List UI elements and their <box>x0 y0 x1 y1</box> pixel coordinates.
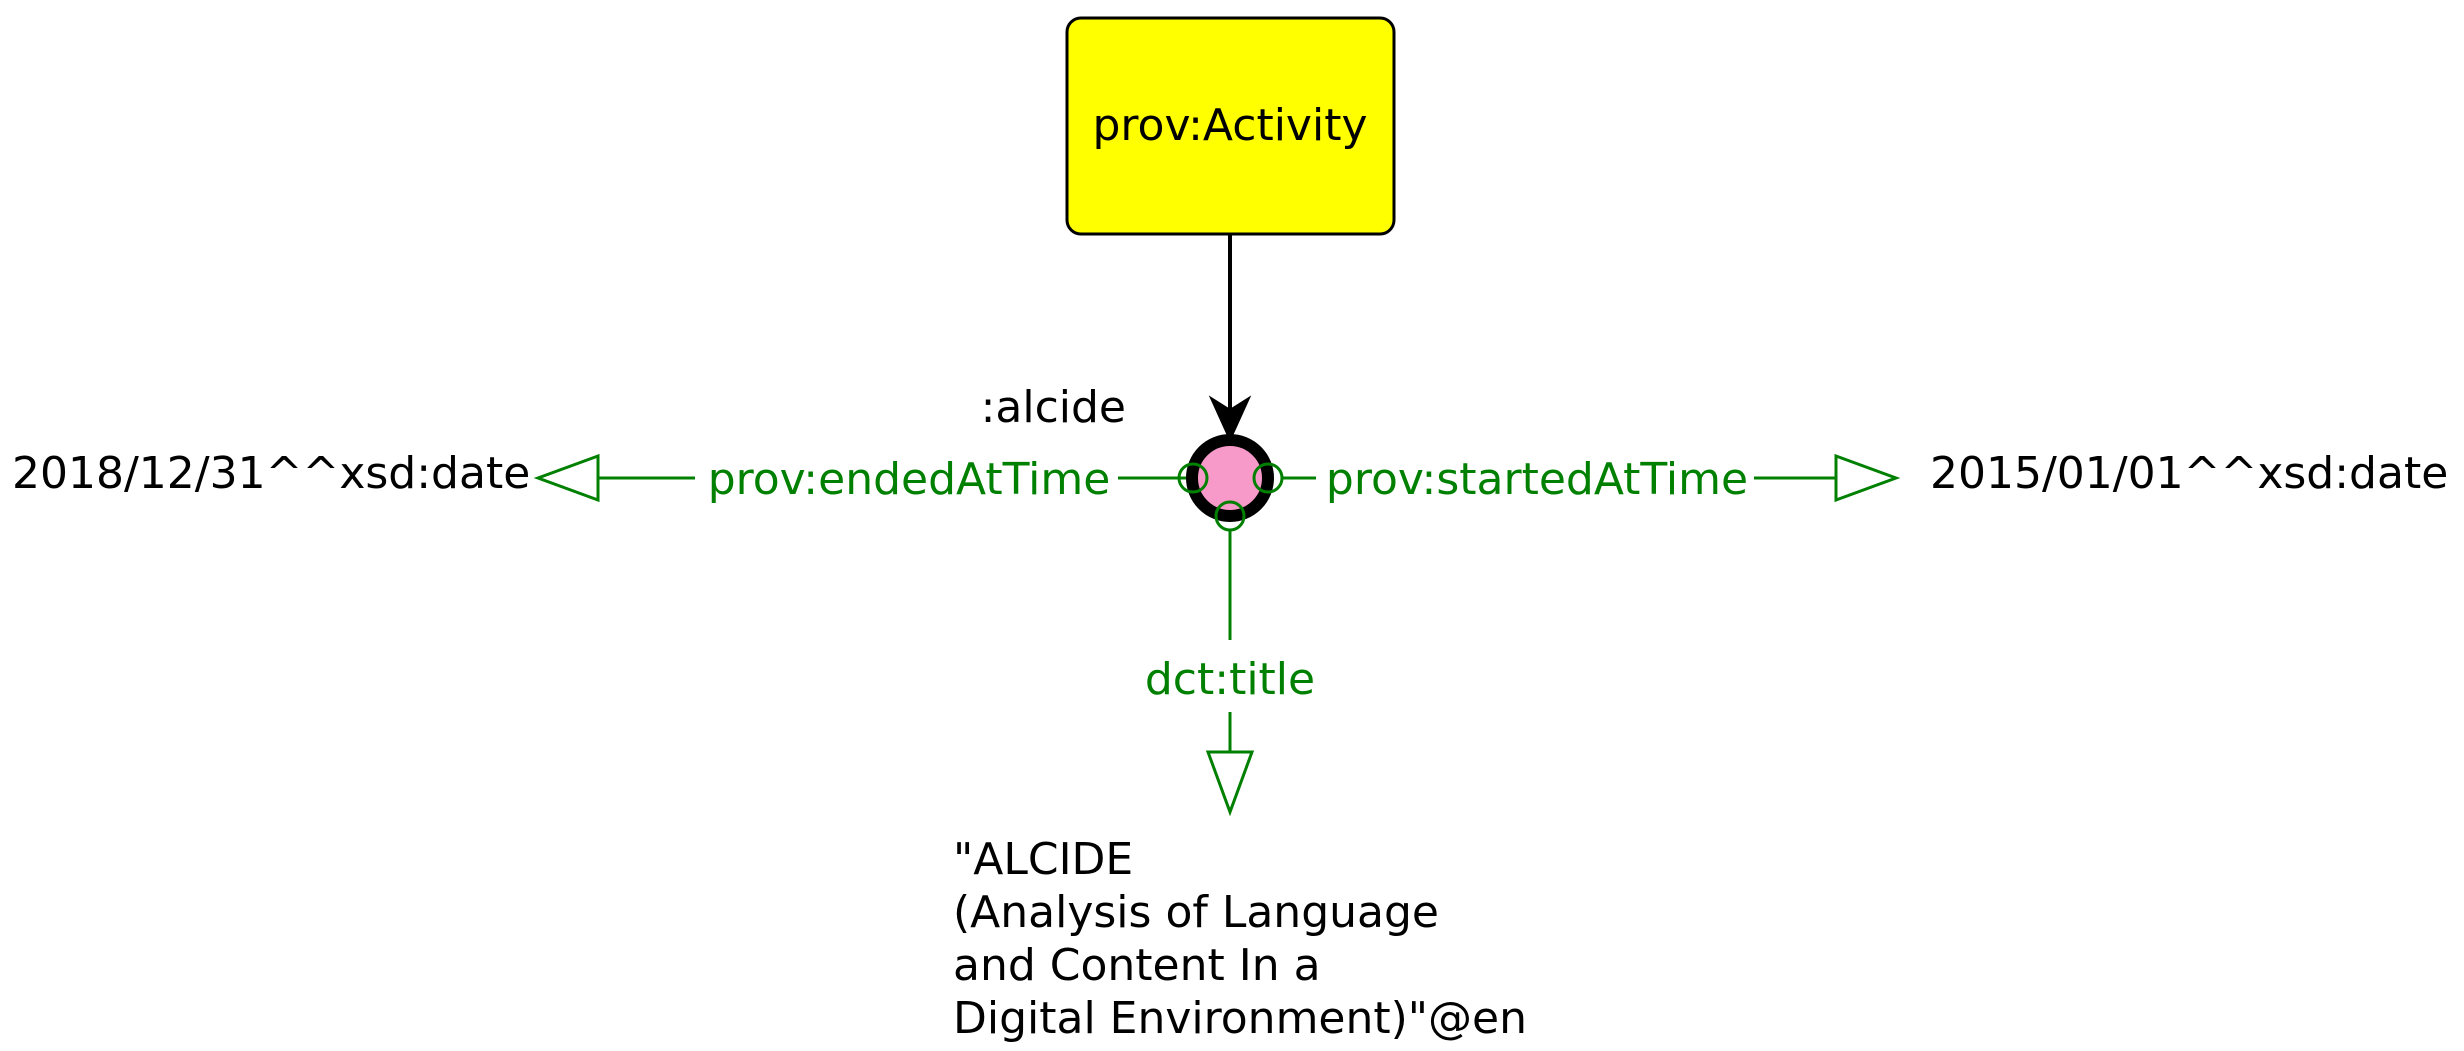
class-node-activity[interactable]: prov:Activity <box>1065 16 1396 236</box>
type-edge <box>1208 234 1252 443</box>
ended-edge-arrowhead <box>533 453 600 503</box>
port-bottom <box>1214 500 1246 532</box>
literal-title-line-1: "ALCIDE <box>953 834 1133 885</box>
literal-title-line-2: (Analysis of Language <box>953 887 1439 938</box>
title-edge-label: dct:title <box>1145 654 1315 705</box>
literal-title: "ALCIDE (Analysis of Language and Conten… <box>953 834 1527 1044</box>
started-edge-label: prov:startedAtTime <box>1326 454 1748 505</box>
literal-start-date: 2015/01/01^^xsd:date <box>1930 448 2448 499</box>
port-left <box>1177 462 1209 494</box>
ended-edge-label: prov:endedAtTime <box>708 454 1111 505</box>
edge-title: dct:title <box>1145 531 1315 817</box>
started-edge-arrowhead <box>1834 453 1901 503</box>
individual-node-label: :alcide <box>981 382 1126 433</box>
individual-node-alcide[interactable]: :alcide <box>981 382 1284 532</box>
edge-started-at-time: prov:startedAtTime <box>1283 453 1901 505</box>
edge-ended-at-time: prov:endedAtTime <box>533 453 1193 505</box>
literal-title-line-4: Digital Environment)"@en <box>953 993 1527 1044</box>
individual-node-circle <box>1186 434 1274 522</box>
class-node-label: prov:Activity <box>1093 100 1368 151</box>
type-edge-arrowhead <box>1208 395 1252 443</box>
literal-title-line-3: and Content In a <box>953 940 1321 991</box>
title-edge-arrowhead <box>1205 750 1255 817</box>
literal-end-date: 2018/12/31^^xsd:date <box>12 448 530 499</box>
port-right <box>1252 462 1284 494</box>
